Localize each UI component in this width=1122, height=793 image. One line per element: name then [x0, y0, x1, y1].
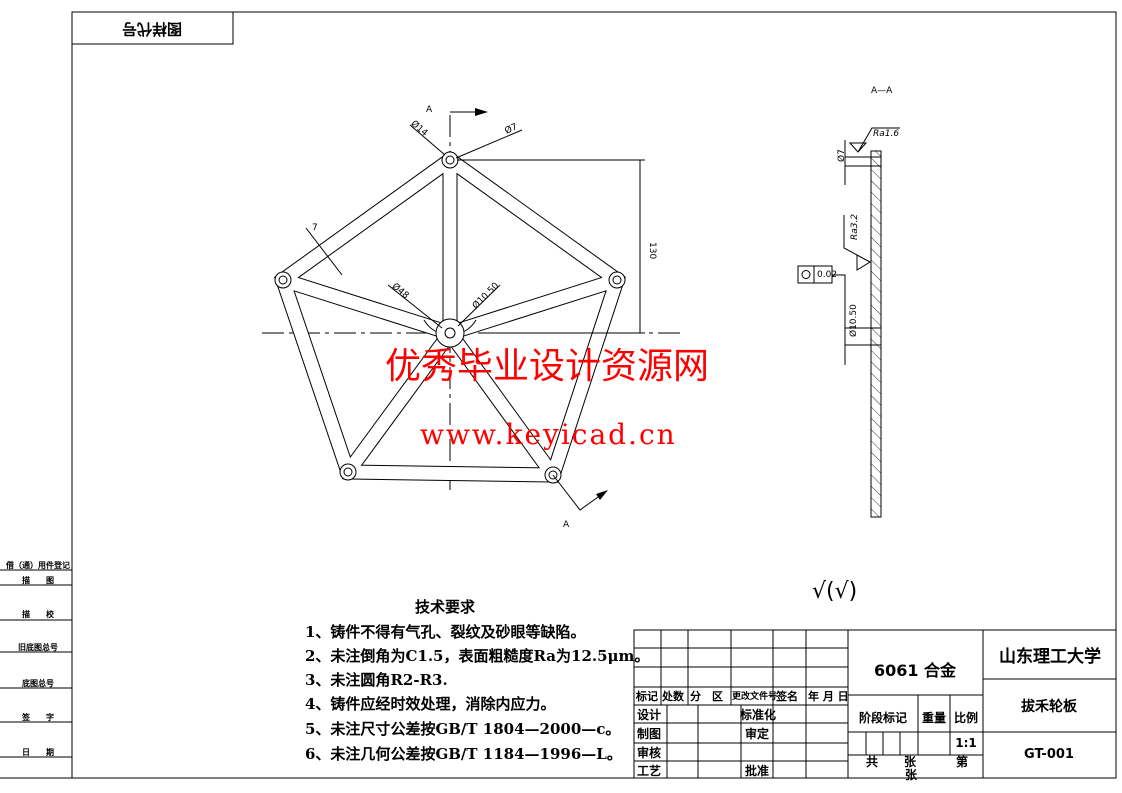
section-view: A—A Ø7 Ra1.6 Ra3.2 0.02 Ø10.50 √(√) — [797, 86, 900, 604]
top-left-box — [71, 11, 234, 45]
left-label: 底图总号 — [21, 678, 54, 688]
left-label: 借（通）用件登记 — [5, 560, 70, 570]
roughness-ra32: Ra3.2 — [850, 214, 860, 240]
requirement-item: 3、未注圆角R2-R3. — [305, 671, 448, 689]
requirement-item: 4、铸件应经时效处理，消除内应力。 — [305, 695, 555, 713]
left-label: 签 字 — [21, 712, 54, 722]
dim-d7: Ø7 — [503, 121, 519, 136]
label-sheet-no: 第 — [956, 754, 968, 769]
part-name: 拔禾轮板 — [1021, 698, 1078, 715]
drawing-border — [71, 11, 1117, 779]
label-weight: 重量 — [922, 710, 946, 725]
col-mark: 标记 — [635, 689, 658, 703]
university: 山东理工大学 — [999, 646, 1101, 667]
label-sheets: 张 — [904, 754, 917, 769]
label-total: 共 — [866, 754, 878, 769]
requirement-item: 1、铸件不得有气孔、裂纹及砂眼等缺陷。 — [305, 623, 585, 641]
label-process: 工艺 — [637, 763, 661, 778]
watermark-url: www.keyicad.cn — [420, 418, 677, 451]
label-stage: 阶段标记 — [859, 710, 907, 725]
top-left-box-text: 图样代号 — [122, 20, 182, 38]
label-standardize: 标准化 — [739, 707, 776, 722]
label-approve: 批准 — [745, 763, 769, 778]
drawing-number: GT-001 — [1024, 747, 1074, 762]
col-count: 处数 — [661, 689, 685, 703]
watermark-title: 优秀毕业设计资源网 — [385, 346, 709, 387]
dim-d14: Ø14 — [409, 118, 430, 139]
label-draw: 制图 — [637, 726, 661, 741]
label-scale: 比例 — [954, 710, 978, 725]
section-label: A—A — [871, 86, 893, 96]
requirement-item: 2、未注倒角为C1.5，表面粗糙度Ra为12.5μm。 — [305, 647, 649, 665]
col-sign: 签名 — [775, 689, 798, 703]
dim-d10-5: Ø10.50 — [470, 280, 501, 311]
label-review: 审核 — [637, 745, 661, 760]
col-zone: 分 区 — [690, 689, 723, 703]
dim-130: 130 — [647, 242, 657, 259]
side-dim-d10-5: Ø10.50 — [848, 304, 859, 337]
col-change-doc: 更改文件号 — [732, 690, 777, 702]
roughness-symbol: √(√) — [812, 579, 857, 604]
label-design: 设计 — [637, 707, 661, 722]
requirement-item: 5、未注尺寸公差按GB/T 1804—2000—c。 — [305, 720, 620, 738]
dim-7: 7 — [312, 223, 318, 233]
front-view: A A Ø14 Ø7 130 Ø48 Ø10.50 7 — [262, 105, 680, 530]
side-dim-d7: Ø7 — [836, 149, 847, 162]
section-mark-top: A — [426, 105, 433, 115]
col-date: 年 月 日 — [808, 689, 849, 703]
left-label: 描 校 — [22, 609, 55, 619]
technical-requirements: 技术要求 1、铸件不得有气孔、裂纹及砂眼等缺陷。 2、未注倒角为C1.5，表面粗… — [305, 598, 649, 763]
material: 6061 合金 — [874, 661, 957, 680]
requirements-title: 技术要求 — [415, 598, 476, 616]
label-sheets-2: 张 — [905, 767, 918, 782]
left-label: 日 期 — [22, 747, 54, 757]
tolerance-value: 0.02 — [817, 270, 837, 280]
left-label: 旧底图总号 — [18, 642, 58, 652]
left-register-column: 借（通）用件登记 描 图 描 校 旧底图总号 底图总号 签 字 日 期 — [0, 560, 72, 779]
scale-value: 1:1 — [955, 736, 977, 750]
requirement-item: 6、未注几何公差按GB/T 1184—1996—L。 — [305, 745, 622, 763]
dim-d48: Ø48 — [390, 281, 411, 302]
title-block: 标记 处数 分 区 更改文件号 签名 年 月 日 设计 制图 审核 工艺 标准化… — [633, 629, 1117, 782]
section-mark-bottom: A — [563, 520, 570, 530]
left-label: 描 图 — [22, 575, 54, 585]
roughness-ra16: Ra1.6 — [873, 129, 899, 139]
label-approve-check: 审定 — [745, 726, 769, 741]
